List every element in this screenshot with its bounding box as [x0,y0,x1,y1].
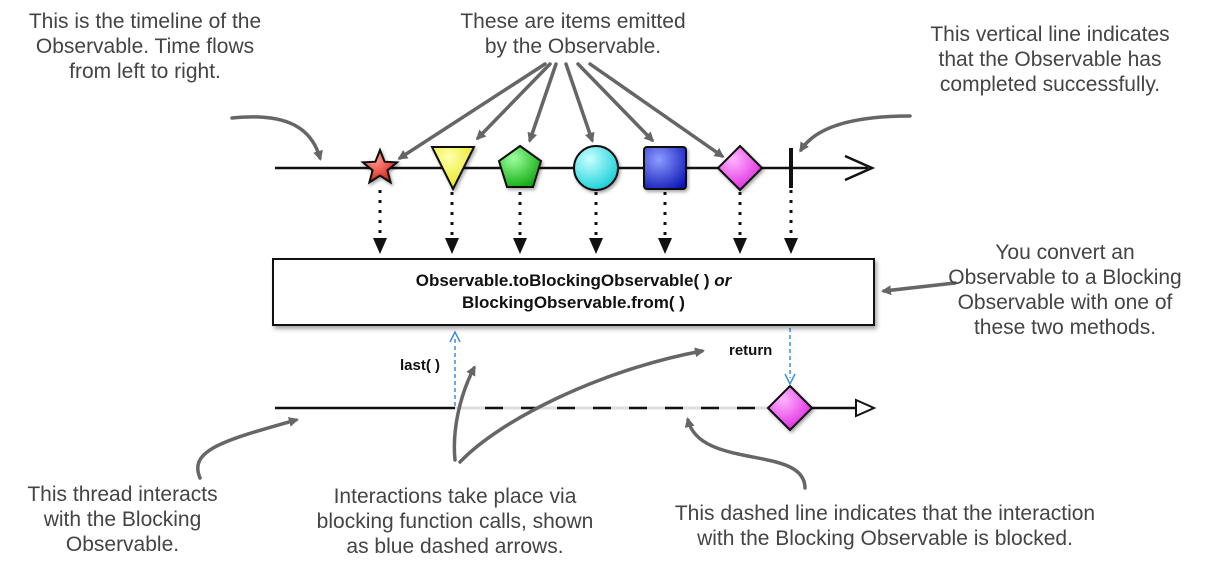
last-call-label: last( ) [400,357,441,374]
annotation-timeline: This is the timeline of the Observable. … [28,10,262,83]
star-icon [360,147,400,185]
pentagon-icon [497,144,543,188]
annotation-items: These are items emitted by the Observabl… [460,10,686,58]
annotation-arrows [196,62,957,490]
diamond-icon [716,144,764,192]
triangle-icon [430,146,476,192]
operator-method-2: BlockingObservable.from( ) [462,293,685,312]
blue-call-arrows [449,328,796,406]
operator-box: Observable.toBlockingObservable( ) or Bl… [272,258,875,326]
diamond-icon [766,384,814,432]
annotation-convert: You convert an Observable to a Blocking … [948,241,1182,339]
dotted-arrowheads [373,238,798,254]
annotation-interactions: Interactions take place via blocking fun… [316,485,594,558]
annotation-blocked: This dashed line indicates that the inte… [674,502,1096,550]
annotation-completed: This vertical line indicates that the Ob… [930,23,1170,96]
operator-line-1: Observable.toBlockingObservable( ) or [416,270,732,292]
blocking-timeline [275,398,877,418]
circle-icon [573,145,619,191]
operator-method-1: Observable.toBlockingObservable( ) [415,271,710,290]
operator-joiner: or [714,271,732,290]
dotted-arrows [378,190,793,240]
return-label: return [729,342,773,359]
square-icon [643,146,687,190]
annotation-thread: This thread interacts with the Blocking … [27,483,218,556]
